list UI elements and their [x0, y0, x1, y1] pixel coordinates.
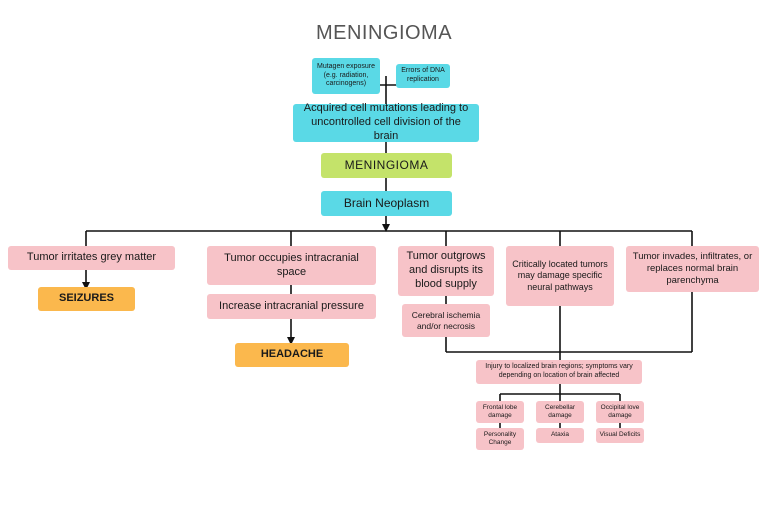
node-visual-deficits: Visual Deficits: [596, 428, 644, 443]
node-cerebral-ischemia: Cerebral ischemia and/or necrosis: [402, 304, 490, 337]
node-cell-mutations: Acquired cell mutations leading to uncon…: [293, 102, 479, 142]
node-occupies-intracranial-space: Tumor occupies intracranial space: [207, 246, 376, 285]
node-meningioma: MENINGIOMA: [321, 153, 452, 178]
node-brain-neoplasm: Brain Neoplasm: [321, 191, 452, 216]
node-occipital-damage: Occipital love damage: [596, 401, 644, 423]
node-seizures: SEIZURES: [38, 287, 135, 311]
node-localized-injury: Injury to localized brain regions; sympt…: [476, 360, 642, 384]
node-irritates-grey-matter: Tumor irritates grey matter: [8, 246, 175, 270]
node-invades-parenchyma: Tumor invades, infiltrates, or replaces …: [626, 246, 759, 292]
node-outgrows-blood-supply: Tumor outgrows and disrupts its blood su…: [398, 246, 494, 296]
diagram-title: MENINGIOMA: [315, 22, 453, 44]
node-dna-errors: Errors of DNA replication: [396, 64, 450, 88]
node-personality-change: Personality Change: [476, 428, 524, 450]
node-intracranial-pressure: Increase intracranial pressure: [207, 294, 376, 319]
node-cerebellar-damage: Cerebellar damage: [536, 401, 584, 423]
node-headache: HEADACHE: [235, 343, 349, 367]
node-neural-pathways: Critically located tumors may damage spe…: [506, 246, 614, 306]
node-frontal-lobe-damage: Frontal lobe damage: [476, 401, 524, 423]
node-ataxia: Ataxia: [536, 428, 584, 443]
node-mutagen-exposure: Mutagen exposure (e.g. radiation, carcin…: [312, 58, 380, 94]
